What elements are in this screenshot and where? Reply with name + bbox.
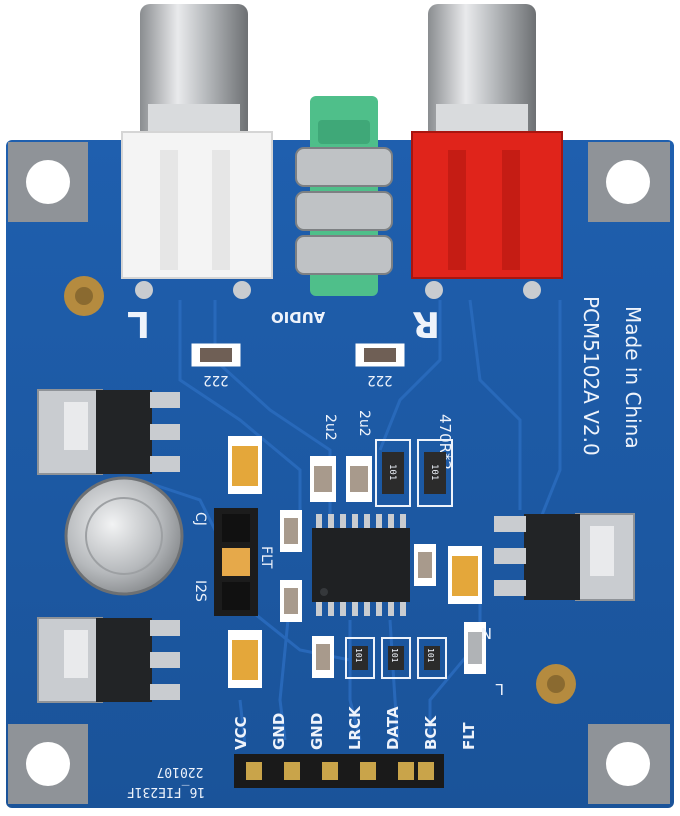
smd-capacitor-2u2-a — [310, 456, 336, 502]
voltage-regulator-top-left — [37, 389, 180, 475]
label-right-channel: R — [412, 303, 440, 344]
pin-header — [234, 754, 444, 788]
mounting-hole-bottom-left — [8, 724, 88, 804]
smd-capacitor-near-chip-1 — [280, 510, 302, 552]
smd-capacitor-near-chip-3 — [414, 544, 436, 586]
label-resistor-3: 101 — [354, 648, 363, 663]
tantalum-capacitor-bottom — [228, 630, 262, 688]
label-jumper-cj: CJ — [192, 512, 208, 526]
test-pad-left — [64, 276, 104, 316]
voltage-regulator-bottom-left — [37, 617, 180, 703]
label-pin-gnd-2: GND — [308, 713, 326, 750]
mounting-hole-bottom-right — [588, 724, 670, 804]
smd-capacitor-left — [191, 343, 241, 367]
label-jumper-i2s: I2S — [192, 580, 208, 602]
tantalum-capacitor-right — [448, 546, 482, 604]
label-jumper-flt: FLT — [258, 546, 274, 569]
audio-jack-green — [295, 96, 393, 296]
label-pin-l: L — [495, 680, 504, 698]
label-pin-vcc: VCC — [232, 716, 250, 750]
smd-capacitor-near-chip-4 — [312, 636, 334, 678]
test-pad-right — [536, 664, 576, 704]
label-pin-gnd-1: GND — [270, 713, 288, 750]
pcb-traces — [139, 299, 562, 746]
label-audio: AUDIO — [271, 308, 325, 326]
label-code: 16_FIE231F — [127, 784, 205, 799]
resistor-pair — [375, 439, 453, 507]
label-cap-left: 222 — [203, 372, 228, 388]
smd-capacitor-right — [355, 343, 405, 367]
label-pin-lrck: LRCK — [346, 705, 364, 750]
label-resistor-4: 101 — [390, 648, 399, 663]
label-resistor-1: 101 — [387, 464, 397, 480]
label-flt-right: FLT — [460, 722, 478, 750]
label-origin: Made in China — [621, 306, 645, 449]
label-cap-b: 2u2 — [356, 410, 372, 437]
smd-capacitor-near-chip-2 — [280, 580, 302, 622]
label-model: PCM5102A V2.0 — [579, 296, 603, 456]
pcb-board — [6, 140, 674, 808]
label-cap-right: 222 — [367, 372, 392, 388]
label-pin-data: DATA — [384, 706, 402, 750]
label-pin-n: N — [481, 624, 492, 642]
label-resistor-2: 101 — [429, 464, 439, 480]
jumper-header — [214, 508, 258, 616]
electrolytic-capacitor — [64, 476, 184, 596]
resistor-row — [345, 637, 447, 679]
label-cap-a: 2u2 — [322, 414, 338, 441]
label-resistor-5: 101 — [426, 648, 435, 663]
label-pin-bck: BCK — [422, 715, 440, 750]
rca-jack-right-red — [411, 4, 563, 299]
dac-chip — [312, 514, 410, 616]
label-left-channel: L — [127, 303, 150, 344]
rca-jack-left-white — [121, 4, 273, 299]
smd-capacitor-2u2-b — [346, 456, 372, 502]
voltage-regulator-right — [494, 513, 635, 601]
mounting-hole-top-left — [8, 142, 88, 222]
label-date: 220107 — [157, 764, 204, 779]
resistor-flt — [464, 622, 486, 674]
mounting-hole-top-right — [588, 142, 670, 222]
tantalum-capacitor-top — [228, 436, 262, 494]
